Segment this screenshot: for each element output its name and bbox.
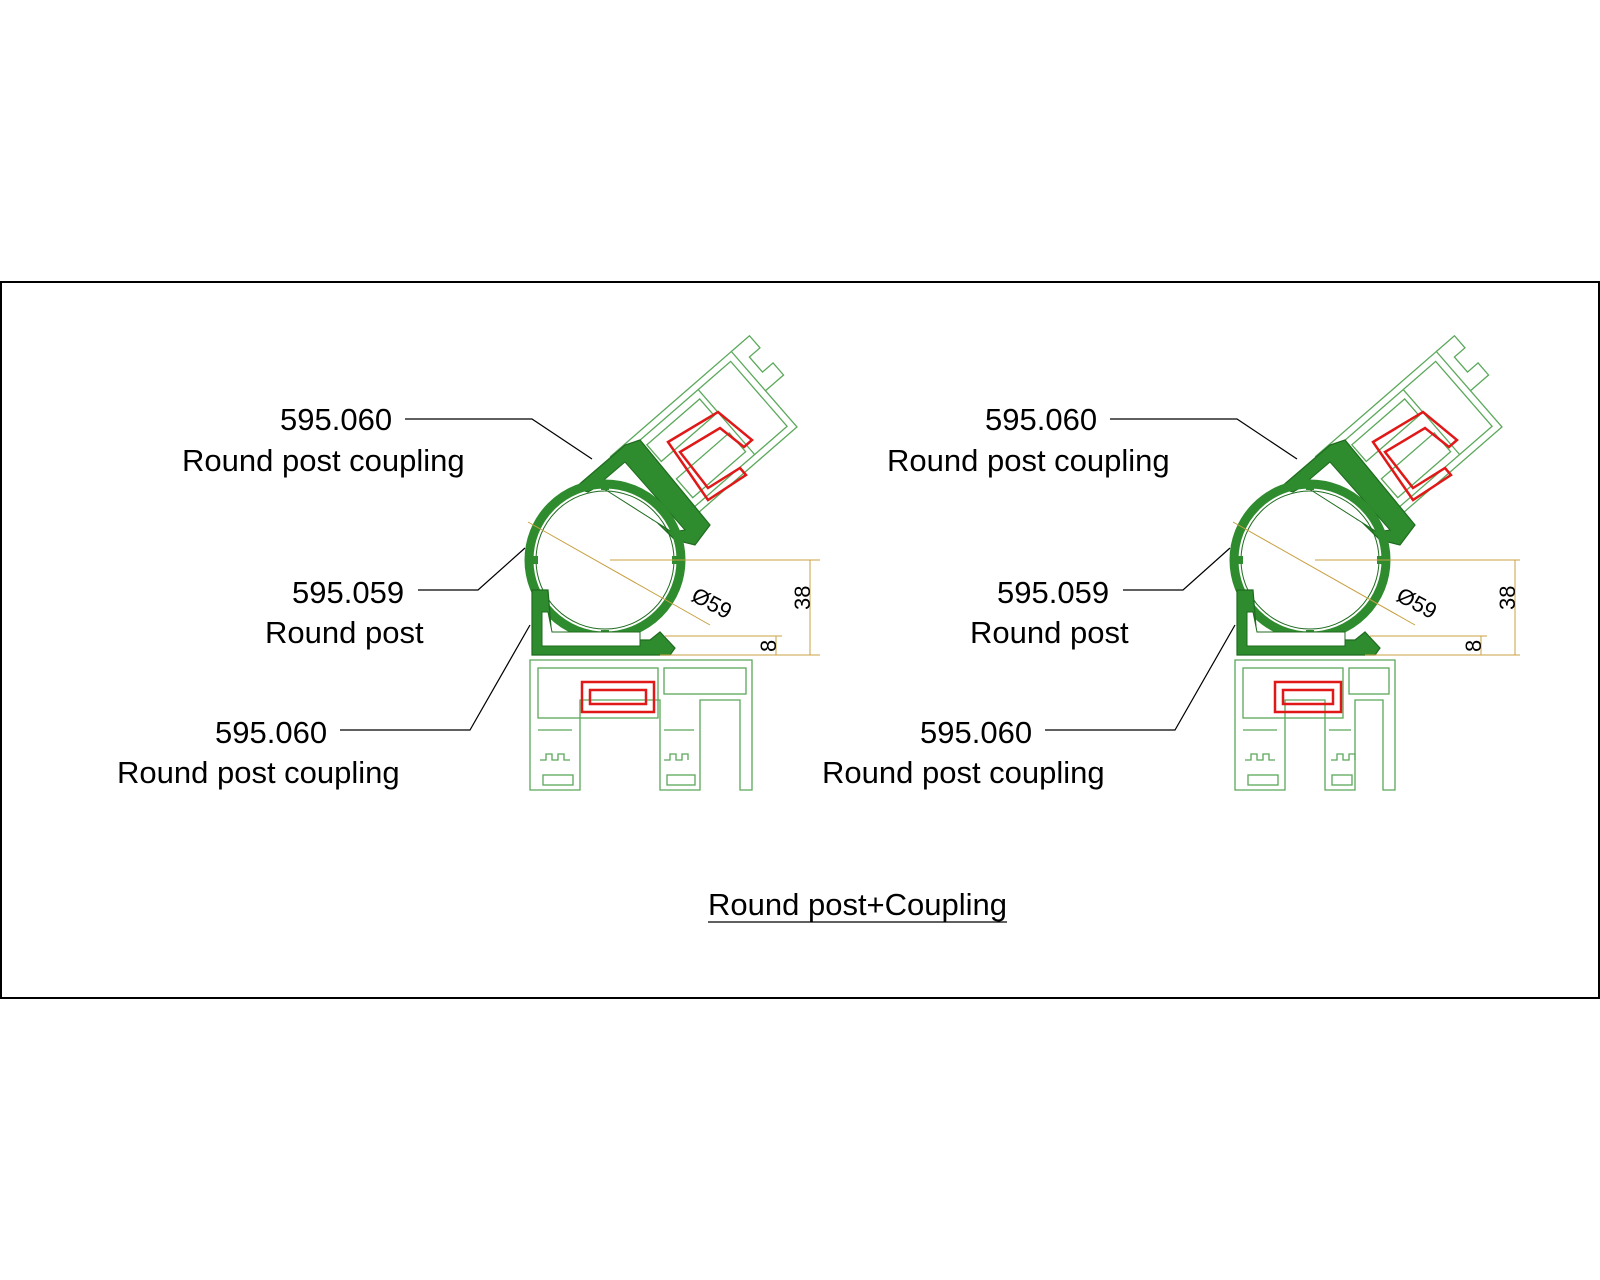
callout-desc-post: Round post [265, 615, 424, 650]
callout-desc-upper: Round post coupling [182, 443, 465, 478]
offset-dimension-label: 8 [1461, 640, 1486, 652]
callout-code-upper: 595.060 [985, 402, 1097, 437]
lower-frame-profile [1234, 659, 1396, 791]
dimension-lines [1232, 521, 1520, 656]
diameter-label: Ø59 [688, 582, 736, 624]
leader-round-post [418, 547, 526, 591]
drawing-frame [0, 281, 1600, 999]
leader-lower-coupling [1045, 624, 1236, 731]
view-left: Ø59 38 8 595.060 Round post coupling 595… [117, 334, 820, 791]
callout-code-upper: 595.060 [280, 402, 392, 437]
upper-steel-reinforcement [666, 410, 754, 502]
diameter-label: Ø59 [1393, 582, 1441, 624]
leader-upper-coupling [1110, 418, 1298, 460]
upper-steel-reinforcement [1371, 410, 1459, 502]
lower-steel-reinforcement [1273, 680, 1343, 714]
lower-frame-profile [529, 659, 753, 791]
lower-steel-reinforcement [580, 680, 656, 714]
drawing-title: Round post+Coupling [708, 887, 1007, 922]
leader-upper-coupling [405, 418, 593, 460]
lower-coupling-inner [1246, 611, 1346, 647]
callout-desc-upper: Round post coupling [887, 443, 1170, 478]
callout-desc-post: Round post [970, 615, 1129, 650]
callout-code-lower: 595.060 [215, 715, 327, 750]
view-right: Ø59 38 8 595.060 Round post coupling 595… [822, 334, 1520, 791]
leader-round-post [1123, 547, 1231, 591]
height-dimension-label: 38 [790, 586, 815, 610]
callout-desc-lower: Round post coupling [117, 755, 400, 790]
callout-code-post: 595.059 [292, 575, 404, 610]
callout-code-lower: 595.060 [920, 715, 1032, 750]
offset-dimension-label: 8 [756, 640, 781, 652]
callout-desc-lower: Round post coupling [822, 755, 1105, 790]
height-dimension-label: 38 [1495, 586, 1520, 610]
lower-coupling-inner [541, 611, 641, 647]
dimension-lines [527, 521, 820, 656]
leader-lower-coupling [340, 624, 531, 731]
callout-code-post: 595.059 [997, 575, 1109, 610]
